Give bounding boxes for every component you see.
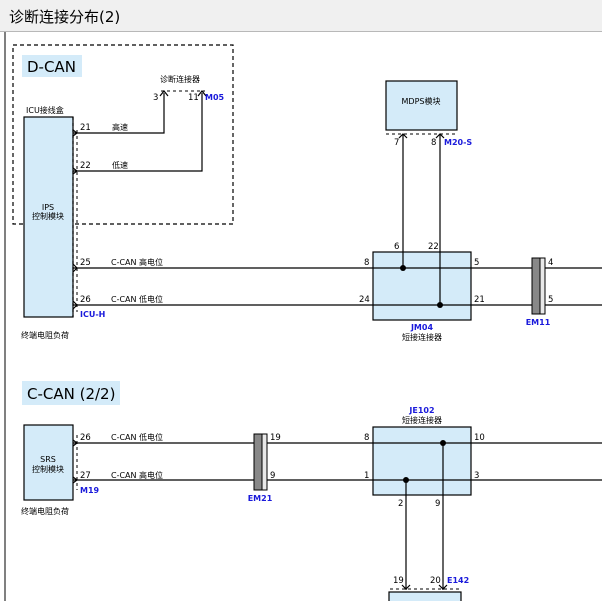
- je102-pin-1: 1: [364, 471, 369, 481]
- wire-low-speed-label: 低速: [112, 160, 128, 170]
- jm04-splice-high: [400, 265, 406, 271]
- em21-connector-left: [253, 433, 263, 491]
- diag-pin-3-chevron: [159, 90, 169, 97]
- ips-pin-22: 22: [80, 161, 91, 171]
- jm04-pin-22: 22: [428, 242, 439, 252]
- diag-pin-11-chevron: [197, 90, 207, 97]
- je102-pin-9: 9: [435, 499, 440, 509]
- wire-high-speed-label: 高速: [112, 122, 128, 132]
- jm04-pin-8: 8: [364, 258, 369, 268]
- dcan-section-label: D-CAN: [27, 58, 76, 76]
- ccan-wire-26-label: C-CAN 低电位: [111, 432, 163, 442]
- wire-low-speed: [73, 93, 203, 172]
- mdps-connector-id: M20-S: [444, 138, 472, 147]
- srs-control-module: [23, 424, 74, 501]
- jm04-splice-low: [437, 302, 443, 308]
- ips-pin-25: 25: [80, 258, 91, 268]
- mdps-module-label: MDPS模块: [402, 96, 441, 106]
- diag-pin-11: 11: [188, 93, 199, 103]
- e142-connector-id: E142: [447, 576, 469, 585]
- diag-connector-label: 诊断连接器: [160, 74, 200, 84]
- e142-pin-19: 19: [393, 576, 404, 586]
- jm04-pin-6: 6: [394, 242, 399, 252]
- ips-control-module: [23, 116, 74, 318]
- ccan-section-label: C-CAN (2/2): [27, 385, 115, 403]
- je102-splice-low: [440, 440, 446, 446]
- em11-connector-right: [539, 257, 546, 315]
- mdps-pin-7: 7: [394, 138, 399, 148]
- e142-pin-20-chevron: [438, 584, 448, 590]
- icu-connector-id: ICU-H: [80, 310, 105, 319]
- dcan-section-label-bg: [22, 55, 82, 77]
- jm04-pin-5: 5: [474, 258, 479, 268]
- dcan-boundary: [12, 44, 234, 225]
- page-title: 诊断连接分布(2): [9, 8, 121, 26]
- em11-pin-4: 4: [548, 258, 553, 268]
- je102-pin-10: 10: [474, 433, 485, 443]
- title-bar: 诊断连接分布(2): [0, 0, 602, 32]
- jm04-desc: 短接连接器: [402, 332, 442, 342]
- jm04-joint-connector: [372, 251, 472, 321]
- icu-box-label: ICU接线盒: [26, 105, 64, 115]
- wire-high-speed: [73, 93, 165, 134]
- wire-26-label: C-CAN 低电位: [111, 294, 163, 304]
- jm04-pin-24: 24: [359, 295, 370, 305]
- ccan-section-label-bg: [22, 381, 120, 405]
- ccan-wire-27-label: C-CAN 高电位: [111, 470, 163, 480]
- wire-25-label: C-CAN 高电位: [111, 257, 163, 267]
- em11-pin-5: 5: [548, 295, 553, 305]
- srs-connector-id: M19: [80, 486, 100, 495]
- je102-id: JE102: [408, 406, 434, 415]
- em11-connector-left: [531, 257, 541, 315]
- je102-splice-high: [403, 477, 409, 483]
- diag-pin-3: 3: [153, 93, 158, 103]
- je102-joint-connector: [372, 426, 472, 496]
- em21-pin-19: 19: [270, 433, 281, 443]
- mdps-module: [385, 80, 458, 131]
- e142-pin-20: 20: [430, 576, 441, 586]
- je102-pin-2: 2: [398, 499, 403, 509]
- srs-pin-26: 26: [80, 433, 91, 443]
- srs-module-line1: SRS: [40, 455, 56, 464]
- dcan-terminal-resistor-note: 终端电阻负荷: [21, 330, 69, 340]
- ips-pin-26: 26: [80, 295, 91, 305]
- mdps-pin-8: 8: [431, 138, 436, 148]
- ccan-terminal-resistor-note: 终端电阻负荷: [21, 506, 69, 516]
- em21-pin-9: 9: [270, 471, 275, 481]
- srs-module-line2: 控制模块: [32, 464, 64, 474]
- je102-pin-8: 8: [364, 433, 369, 443]
- je102-pin-3: 3: [474, 471, 479, 481]
- srs-pin-27: 27: [80, 471, 91, 481]
- e142-pin-19-chevron: [401, 584, 411, 590]
- e142-module: [388, 591, 462, 601]
- em11-id: EM11: [526, 318, 551, 327]
- em21-id: EM21: [248, 494, 273, 503]
- ips-pin-21: 21: [80, 123, 91, 133]
- jm04-id: JM04: [410, 323, 434, 332]
- jm04-pin-21: 21: [474, 295, 485, 305]
- ips-module-line2: 控制模块: [32, 211, 64, 221]
- je102-desc: 短接连接器: [402, 415, 442, 425]
- ips-module-line1: IPS: [42, 203, 54, 212]
- diag-connector-id: M05: [205, 93, 225, 102]
- em21-connector-right: [261, 433, 268, 491]
